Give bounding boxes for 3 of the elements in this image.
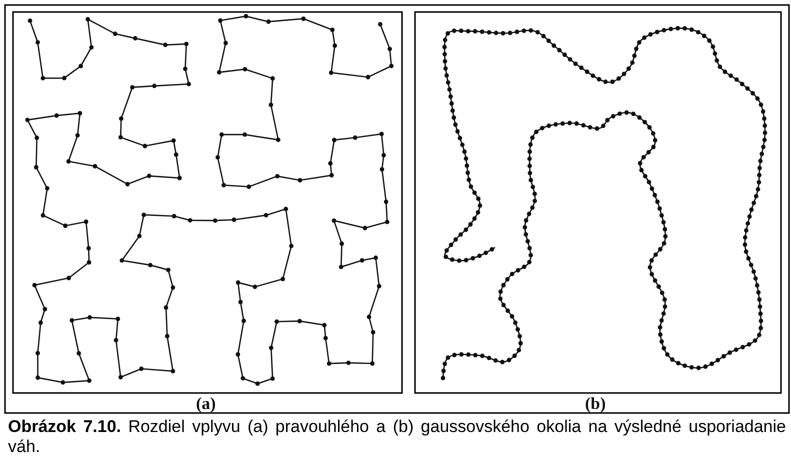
panel-label: (a)	[196, 394, 216, 414]
panel-label: (b)	[585, 394, 606, 414]
figure-caption: Obrázok 7.10. Rozdiel vplyvu (a) pravouhlého a (b) gaussovského okolia na výsledné usporiadanie váh.	[8, 417, 786, 457]
